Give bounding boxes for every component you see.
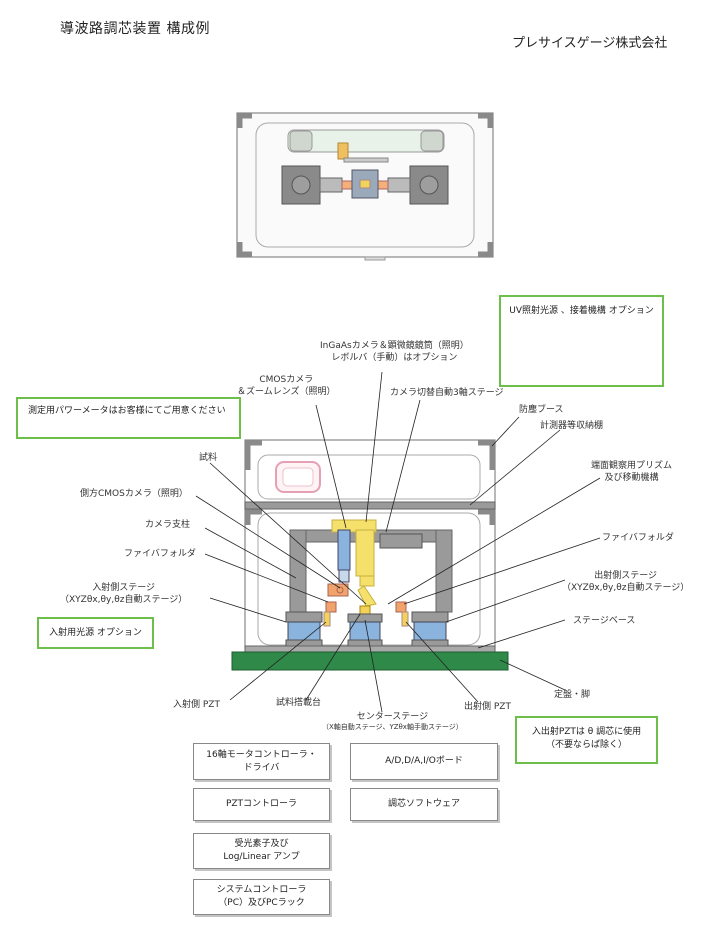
power-meter-callout: 測定用パワーメータはお客様にてご用意ください	[16, 397, 241, 439]
dust-booth-label: 防塵ブース	[519, 405, 564, 415]
pzt-note-callout: 入出射PZTは θ 調芯に使用 （不要ならば除く）	[515, 716, 658, 764]
stage-base-label: ステージベース	[573, 616, 636, 626]
alignment-software-box: 調芯ソフトウェア	[350, 788, 498, 821]
fiber-holder-left-label: ファイバフォルダ	[124, 549, 196, 559]
camera-switch-stage-label: カメラ切替自動3軸ステージ	[390, 388, 504, 398]
output-stage-label: 出射側ステージ （XYZθx,θy,θz自動ステージ）	[562, 571, 690, 593]
uv-option-callout: UV照射光源 、接着機構 オプション	[499, 295, 664, 387]
photodetector-amp-box: 受光素子及び Log/Linear アンプ	[193, 833, 330, 869]
input-light-option-callout: 入射用光源 オプション	[37, 617, 154, 649]
front-view	[231, 439, 509, 671]
top-view	[236, 112, 494, 261]
side-cmos-camera-label: 側方CMOSカメラ（照明）	[80, 489, 188, 499]
ingaas-camera-label: InGaAsカメラ＆顕微鏡鏡筒（照明） レボルバ（手動）はオプション	[320, 341, 469, 363]
output-pzt-label: 出射側 PZT	[464, 702, 511, 712]
page-title: 導波路調芯装置 構成例	[60, 21, 210, 37]
sample-mount-label: 試料搭載台	[276, 698, 322, 708]
pzt-controller-box: PZTコントローラ	[193, 788, 330, 821]
center-stage-label: センターステージ （X軸自動ステージ、YZθx軸手動ステージ）	[322, 712, 463, 731]
motor-controller-box: 16軸モータコントローラ・ ドライバ	[193, 743, 330, 780]
company-name: プレサイスゲージ株式会社	[512, 36, 668, 51]
input-stage-label: 入射側ステージ （XYZθx,θy,θz自動ステージ）	[60, 583, 188, 605]
input-pzt-label: 入射側 PZT	[173, 700, 220, 710]
surface-plate-label: 定盤・脚	[554, 690, 591, 700]
prism-label: 端面観察用プリズム 及び移動機構	[591, 461, 673, 483]
shelf-label: 計測器等収納棚	[540, 421, 604, 431]
camera-post-label: カメラ支柱	[145, 520, 191, 530]
leader-lines	[195, 371, 601, 713]
system-controller-box: システムコントローラ （PC）及びPCラック	[193, 879, 330, 915]
io-board-box: A/D,D/A,I/Oボード	[350, 743, 498, 780]
sample-label: 試料	[199, 453, 218, 463]
cmos-camera-label: CMOSカメラ ＆ズームレンズ（照明）	[237, 375, 336, 397]
fiber-holder-right-label: ファイバフォルダ	[602, 533, 674, 543]
